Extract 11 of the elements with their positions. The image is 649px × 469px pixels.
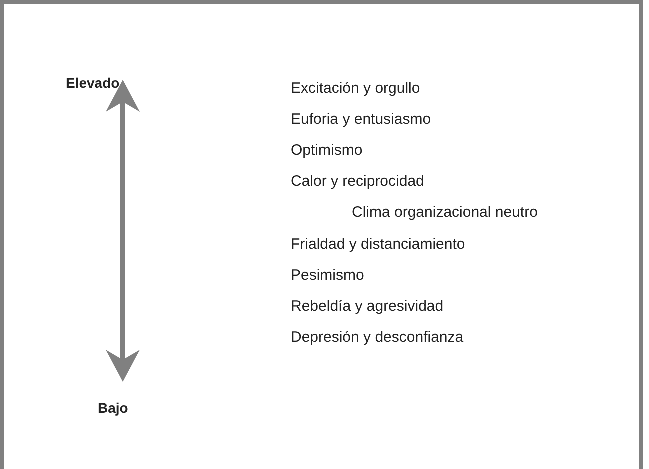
climate-level-label: Depresión y desconfianza bbox=[291, 328, 464, 348]
climate-level-label: Excitación y orgullo bbox=[291, 79, 420, 99]
scale-label: Elevado bbox=[66, 74, 120, 93]
climate-level-label: Frialdad y distanciamiento bbox=[291, 234, 466, 254]
climate-level-label: Euforia y entusiasmo bbox=[291, 110, 432, 130]
climate-level-label: Calor y reciprocidad bbox=[291, 172, 424, 192]
scale-label: Bajo bbox=[98, 399, 128, 418]
climate-level-label: Optimismo bbox=[291, 141, 363, 162]
climate-level-label: Rebeldía y agresividad bbox=[291, 296, 444, 317]
climate-level-label: Clima organizacional neutro bbox=[352, 203, 538, 224]
climate-level-label: Pesimismo bbox=[291, 266, 364, 286]
